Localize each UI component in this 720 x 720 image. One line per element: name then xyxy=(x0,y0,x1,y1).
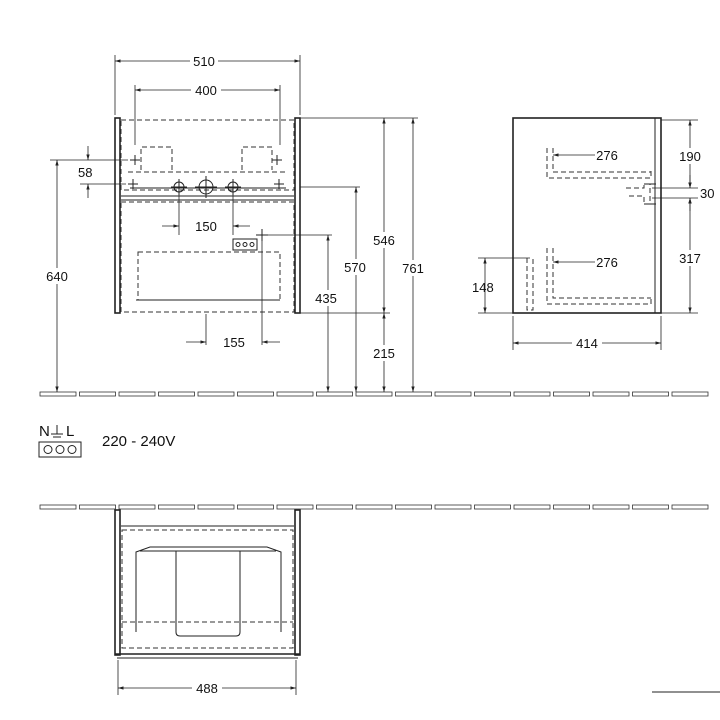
floor-tile xyxy=(395,391,432,397)
floor-tile xyxy=(553,504,590,510)
front-right-panel xyxy=(294,117,301,314)
dim-570: 570 xyxy=(344,260,366,275)
floor-tile xyxy=(39,391,77,397)
floor-tile xyxy=(474,391,511,397)
water-connection-icon xyxy=(171,176,241,198)
dim-190: 190 xyxy=(679,149,701,164)
dim-546: 546 xyxy=(373,233,395,248)
socket-icon-large xyxy=(38,441,82,458)
floor-tile xyxy=(355,391,393,397)
top-view: 488 xyxy=(114,509,301,696)
dim-276-top: 276 xyxy=(596,148,618,163)
floor-tile xyxy=(592,391,630,397)
dim-58: 58 xyxy=(78,165,92,180)
side-view: 276 276 190 30 317 148 414 xyxy=(472,117,714,351)
floor-tile xyxy=(79,391,116,397)
dim-510: 510 xyxy=(193,54,215,69)
voltage-label: 220 - 240V xyxy=(102,433,175,450)
side-cabinet xyxy=(512,117,662,314)
dim-215: 215 xyxy=(373,346,395,361)
floor-tile xyxy=(553,391,590,397)
floor-tile xyxy=(276,504,314,510)
floor-tile xyxy=(632,504,669,510)
floor-tile xyxy=(513,391,551,397)
floor-tile xyxy=(592,504,630,510)
dim-30: 30 xyxy=(700,186,714,201)
floor-tile xyxy=(395,504,432,510)
floor-tile xyxy=(316,391,353,397)
dim-488: 488 xyxy=(196,681,218,696)
floor-line-top xyxy=(39,391,709,397)
dim-150: 150 xyxy=(195,219,217,234)
floor-tile xyxy=(79,504,116,510)
floor-tile xyxy=(316,504,353,510)
floor-tile xyxy=(513,504,551,510)
dim-640: 640 xyxy=(46,269,68,284)
floor-tile xyxy=(276,391,314,397)
floor-tile xyxy=(434,391,472,397)
dim-276-bottom: 276 xyxy=(596,255,618,270)
label-live: L xyxy=(66,423,74,440)
floor-tile xyxy=(39,504,77,510)
floor-tile xyxy=(158,391,195,397)
floor-tile xyxy=(197,391,235,397)
floor-tile xyxy=(118,391,156,397)
electrical-connection: N L 220 - 240V xyxy=(38,423,175,458)
dim-148: 148 xyxy=(472,280,494,295)
floor-tile xyxy=(632,391,669,397)
floor-line-bottom xyxy=(39,504,709,510)
floor-tile xyxy=(671,391,709,397)
floor-tile xyxy=(474,504,511,510)
dim-761: 761 xyxy=(402,261,424,276)
label-neutral: N xyxy=(39,423,50,440)
floor-tile xyxy=(118,504,156,510)
dim-317: 317 xyxy=(679,251,701,266)
dim-414: 414 xyxy=(576,336,598,351)
floor-tile xyxy=(434,504,472,510)
floor-tile xyxy=(197,504,235,510)
ground-icon xyxy=(51,425,63,438)
dim-155: 155 xyxy=(223,335,245,350)
dim-435: 435 xyxy=(315,291,337,306)
dim-400: 400 xyxy=(195,83,217,98)
floor-tile xyxy=(237,391,274,397)
floor-tile xyxy=(355,504,393,510)
floor-tile xyxy=(237,504,274,510)
front-view: 510 400 58 640 150 155 435 570 546 761 2… xyxy=(42,53,429,392)
fixing-point-icon xyxy=(128,155,284,241)
socket-icon xyxy=(232,238,258,251)
front-left-panel xyxy=(114,117,121,314)
floor-tile xyxy=(671,504,709,510)
floor-tile xyxy=(158,504,195,510)
